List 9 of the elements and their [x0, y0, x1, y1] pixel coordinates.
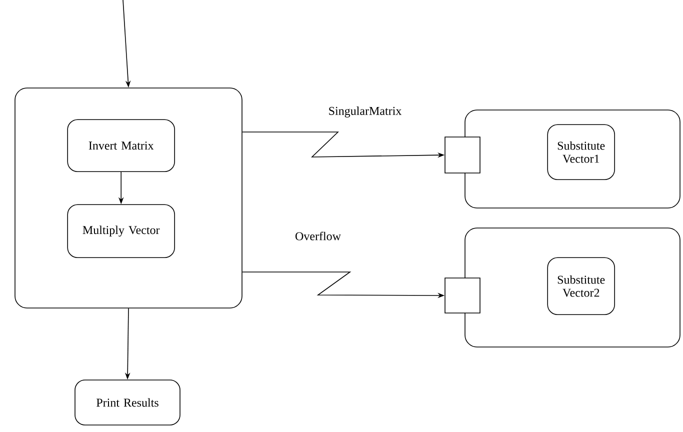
port-square	[444, 278, 480, 314]
state-box: Substitute Vector2	[547, 257, 615, 315]
state-box: Print Results	[74, 380, 180, 426]
state-box: Substitute Vector1	[547, 124, 615, 180]
edge-label: Overflow	[294, 230, 342, 242]
port-square	[444, 136, 480, 174]
edge-label: SingularMatrix	[327, 106, 403, 118]
state-box: Multiply Vector	[67, 204, 175, 258]
state-box: Invert Matrix	[67, 119, 175, 172]
